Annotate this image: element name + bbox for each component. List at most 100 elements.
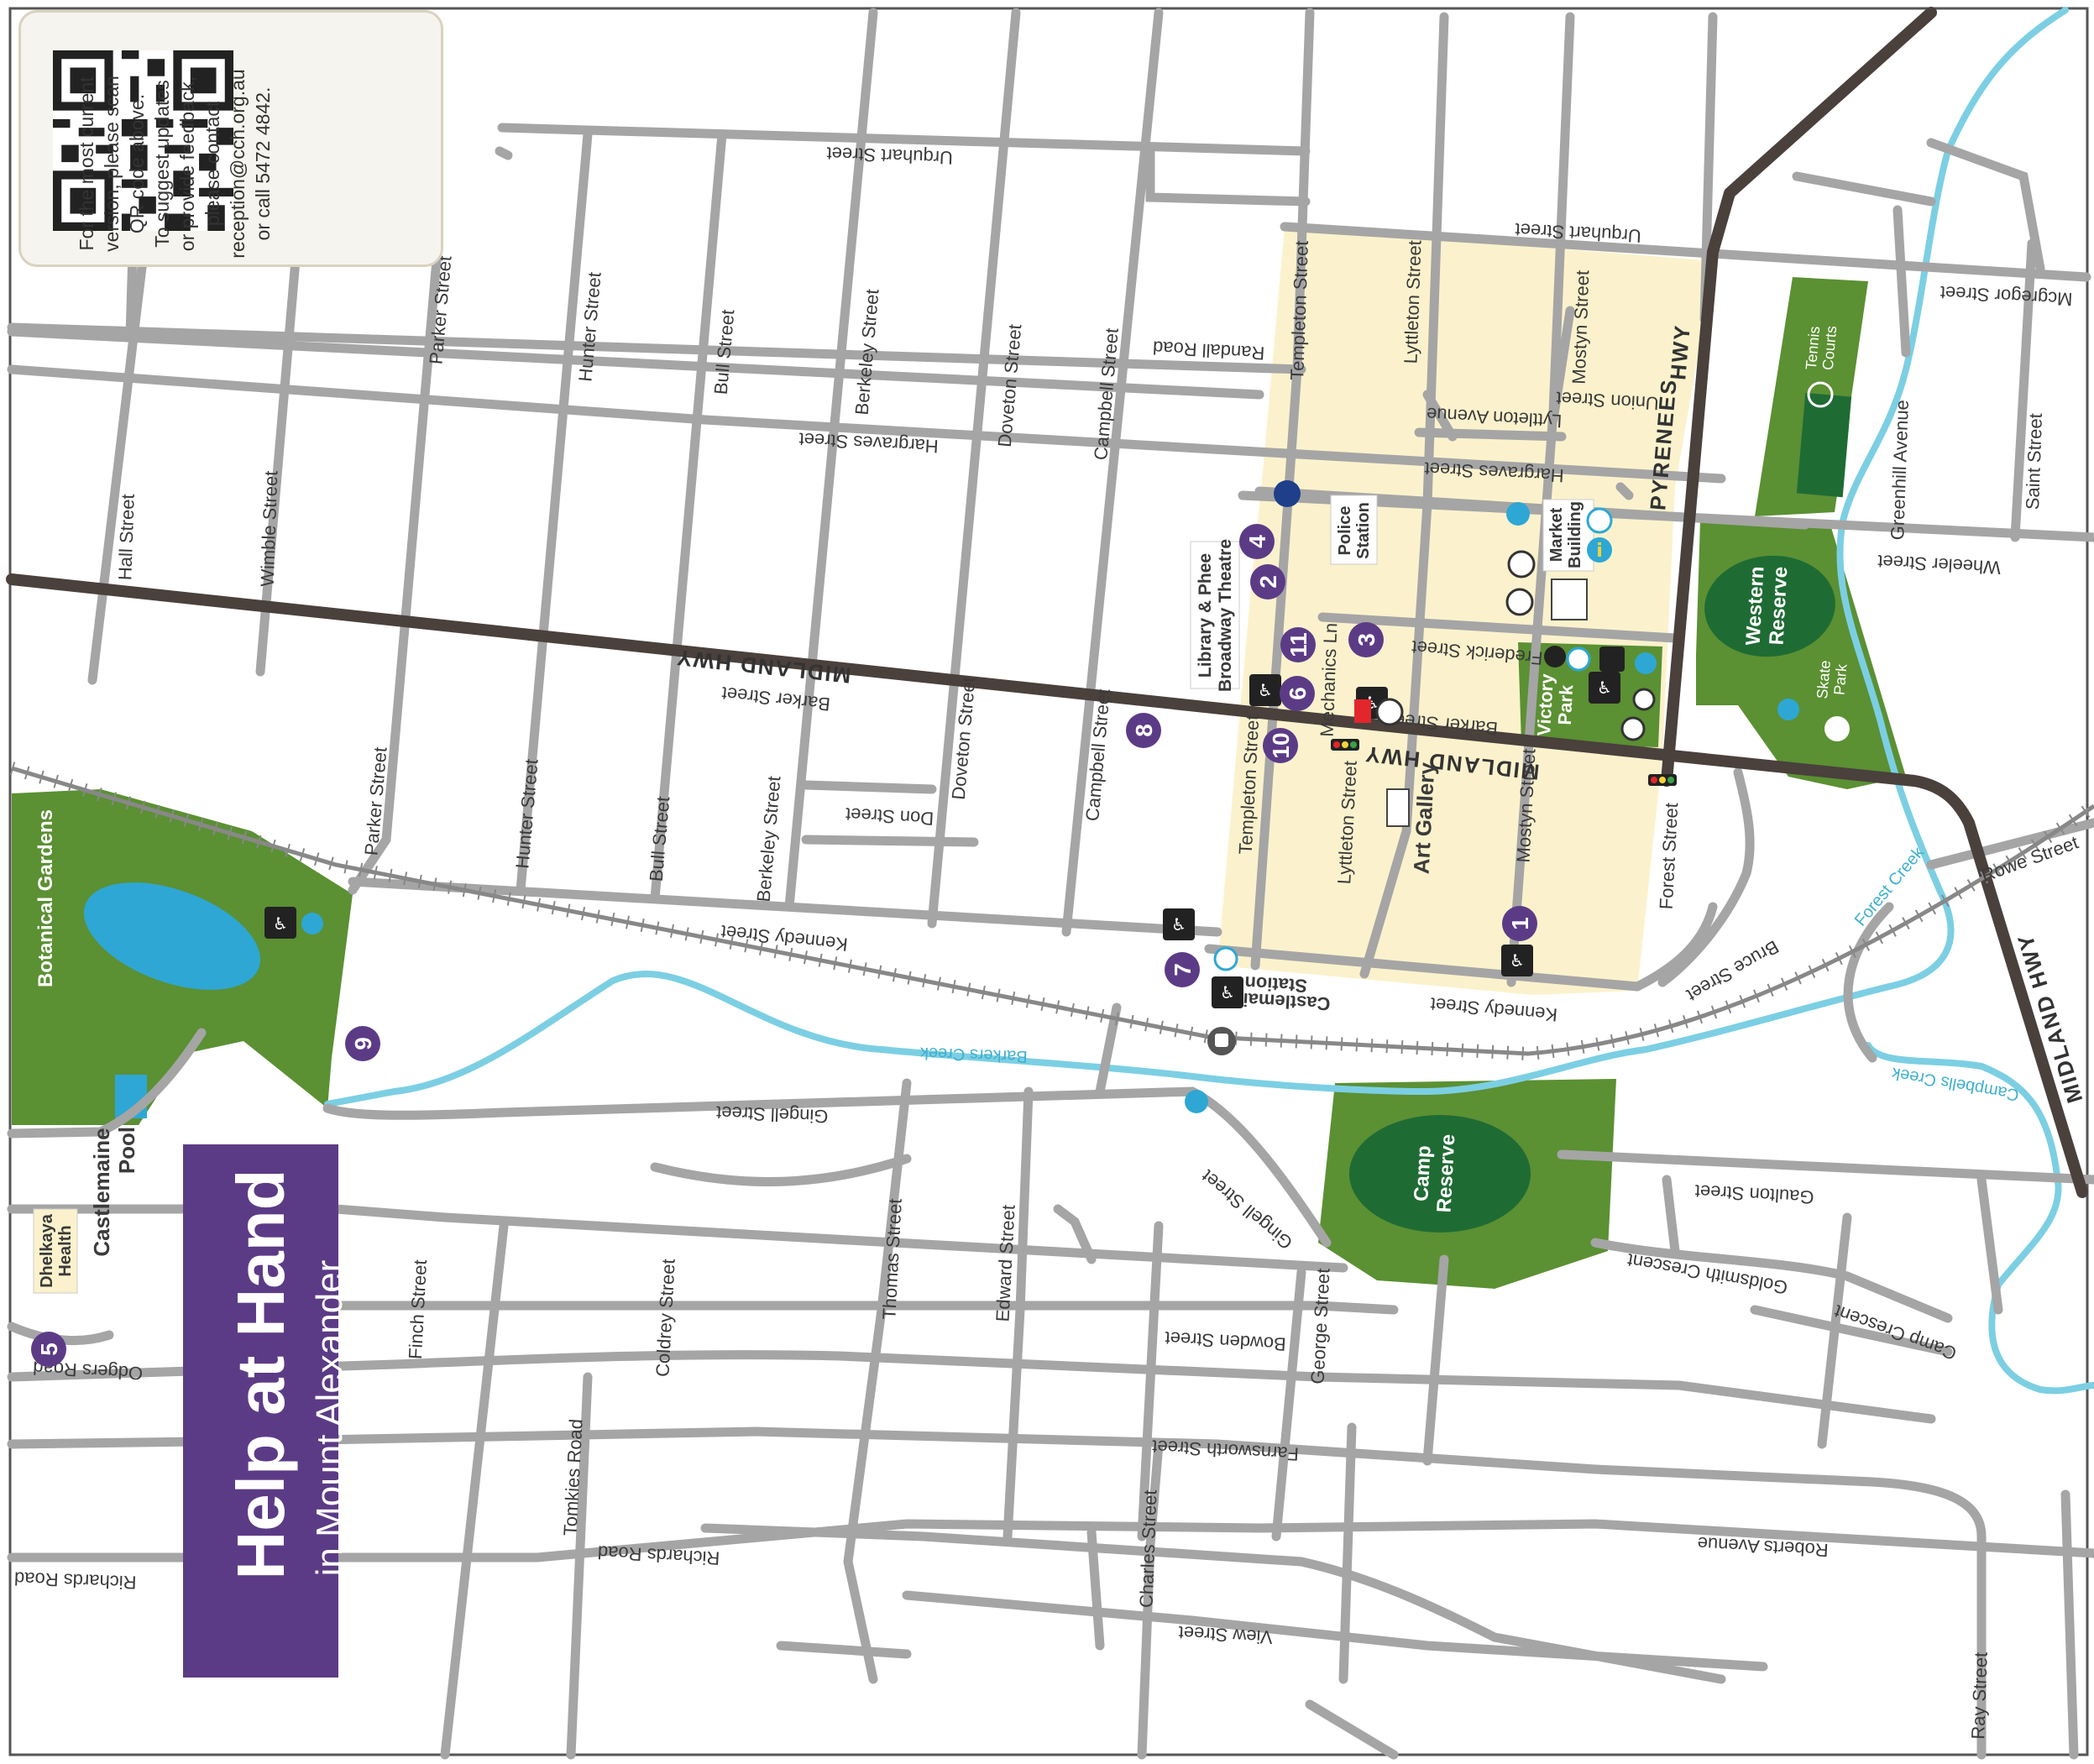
place-western-reserve-1: Western (1742, 566, 1769, 646)
marker-circle (1280, 676, 1315, 711)
police-station-box: Police Station (1330, 495, 1378, 565)
street-hall: Hall Street (114, 494, 139, 581)
place-library-2: Broadway Theatre (1216, 539, 1235, 692)
place-victory-park-1: Victory (1533, 673, 1557, 736)
cbd-area (1217, 227, 1704, 995)
traffic-light-icon (1648, 774, 1677, 786)
location-marker-10[interactable]: 10 (1263, 728, 1298, 763)
qr-phone: or call 5472 4842. (252, 86, 274, 241)
street-lyttleton-n: Lyttleton Street (1400, 240, 1425, 364)
toilet-icon: ♿ (1501, 945, 1533, 976)
qr-panel: For the most current version, please sca… (18, 10, 443, 267)
place-tennis-1: Tennis (1803, 326, 1823, 371)
place-pool-1: Castlemaine (89, 1128, 114, 1256)
marker-circle (1502, 906, 1537, 941)
svg-text:♿: ♿ (1220, 982, 1235, 1002)
drinking-water-icon (1777, 699, 1799, 720)
hwy-label-pyrenees-hwy: HWY (1665, 323, 1695, 381)
location-marker-2[interactable]: 2 (1250, 564, 1285, 599)
tennis-icon (1807, 381, 1834, 408)
post-box-icon (1354, 699, 1371, 723)
location-marker-6[interactable]: 6 (1280, 676, 1315, 711)
minor-roads (7, 8, 2094, 1760)
street-saint: Saint Street (2022, 413, 2046, 510)
drinking-water-icon (1506, 502, 1530, 526)
svg-text:♿: ♿ (1597, 678, 1612, 698)
street-view: View Street (1178, 1622, 1273, 1648)
marker-circle (1165, 952, 1200, 987)
railway (9, 762, 2094, 1061)
marker-circle (1280, 627, 1316, 662)
svg-text:i: i (1596, 541, 1603, 562)
drinking-water-icon (1635, 652, 1657, 674)
marker-number: 5 (36, 1343, 62, 1356)
place-skate-1: Skate (1814, 660, 1834, 700)
qr-instructions: For the most current version, please sca… (74, 50, 443, 277)
marker-number: 11 (1285, 632, 1311, 657)
location-marker-7[interactable]: 7 (1165, 952, 1200, 987)
place-botanical-gardens: Botanical Gardens (34, 809, 57, 987)
location-marker-9[interactable]: 9 (345, 1026, 380, 1061)
svg-text:♿: ♿ (273, 913, 288, 934)
marker-number: 1 (1507, 917, 1533, 930)
marker-number: 10 (1268, 732, 1294, 758)
qr-email-link[interactable]: reception@cch.org.au (227, 69, 249, 259)
svg-text:♿: ♿ (1171, 914, 1186, 934)
playground-icon (1620, 716, 1646, 741)
place-camp-reserve-1: Camp (1410, 1145, 1435, 1202)
location-marker-3[interactable]: 3 (1348, 622, 1384, 657)
street-richards-w: Richards Road (14, 1568, 137, 1593)
place-police-1: Police (1336, 506, 1354, 556)
marker-circle (1239, 524, 1275, 559)
street-mechanics: Mechanics Ln (1317, 622, 1342, 737)
location-marker-1[interactable]: 1 (1502, 906, 1537, 941)
accessible-icon (1586, 507, 1613, 534)
bbq-icon (1632, 688, 1656, 711)
toilet-icon: ♿ (1589, 672, 1620, 704)
marker-number: 8 (1131, 724, 1157, 737)
location-marker-11[interactable]: 11 (1280, 627, 1316, 662)
location-marker-5[interactable]: 5 (31, 1332, 66, 1367)
creek-label-barkers: Barkers Creek (919, 1044, 1029, 1065)
place-station-2: Station (1244, 972, 1308, 997)
accessible-icon (1566, 646, 1591, 672)
market-building-box: Market Building (1542, 499, 1594, 572)
street-ray: Ray Street (1967, 1651, 1992, 1740)
place-tennis-2: Courts (1819, 325, 1840, 371)
marker-circle (345, 1026, 380, 1061)
marker-number: 3 (1353, 633, 1379, 646)
location-marker-4[interactable]: 4 (1239, 524, 1275, 559)
place-dhelkaya-1: Dhelkaya (38, 1213, 56, 1288)
creeks (324, 7, 2094, 1395)
street-charles: Charles Street (1136, 1489, 1161, 1608)
qr-line: QR code above. (126, 93, 148, 234)
place-market-1: Market (1547, 507, 1566, 562)
place-western-reserve-2: Reserve (1766, 566, 1793, 646)
marker-number: 4 (1244, 535, 1270, 548)
skate-park-icon (1824, 716, 1850, 741)
marker-number: 6 (1285, 687, 1311, 700)
tennis-courts-rect (1796, 392, 1852, 498)
place-victory-park-2: Park (1554, 683, 1578, 725)
location-marker-8[interactable]: 8 (1126, 713, 1161, 748)
street-greenhill: Greenhill Avenue (1887, 400, 1913, 541)
marker-circle (1126, 713, 1161, 748)
marker-circle (1263, 728, 1298, 763)
western-oval (1704, 555, 1835, 657)
traffic-light-icon (1331, 739, 1359, 751)
info-icon: i (1587, 537, 1612, 563)
toilet-icon: ♿ (1249, 674, 1281, 706)
toilet-icon (1599, 646, 1625, 672)
toilet-icon: ♿ (1163, 908, 1195, 940)
svg-text:♿: ♿ (1510, 950, 1525, 971)
qr-line: To suggest updates (151, 80, 173, 248)
street-finch: Finch Street (405, 1259, 431, 1360)
marker-circle (31, 1332, 66, 1367)
marker-number: 7 (1170, 963, 1196, 976)
street-gingell-w: Gingell Street (716, 1102, 829, 1128)
camp-oval (1349, 1115, 1531, 1233)
qr-code-icon[interactable] (53, 50, 233, 231)
marker-number: 9 (350, 1037, 376, 1050)
place-police-2: Station (1354, 502, 1373, 559)
place-library-1: Library & Phee (1196, 553, 1215, 678)
